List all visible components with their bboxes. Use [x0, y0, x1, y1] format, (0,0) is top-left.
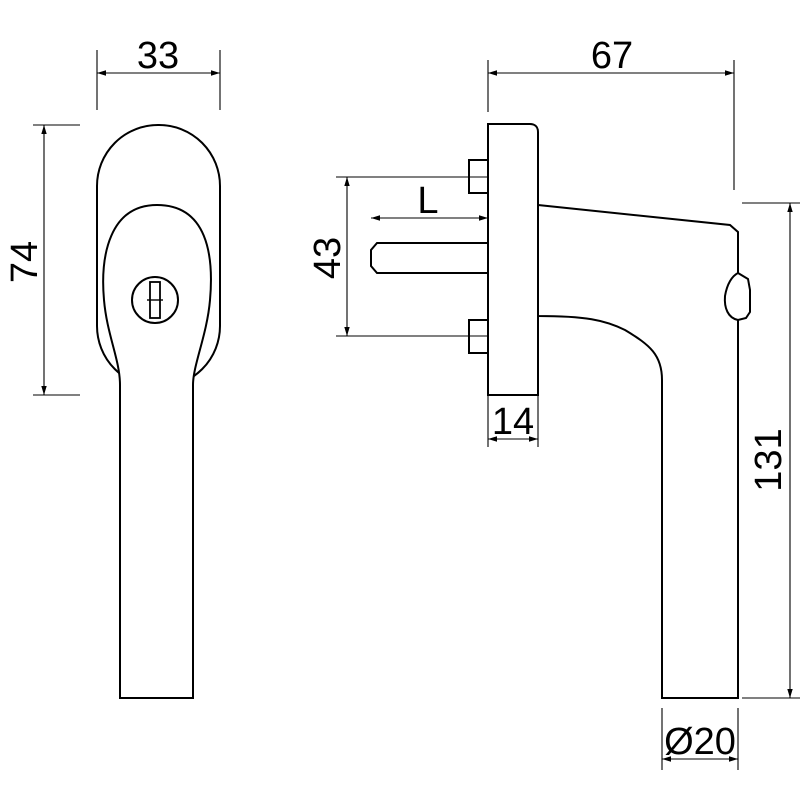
side-view: 67 L 43 14 131 — [307, 35, 800, 770]
base-plate — [487, 123, 539, 396]
dimension-label-67: 67 — [591, 35, 633, 77]
dimension-label-14: 14 — [492, 401, 534, 443]
dimension-label-43: 43 — [307, 237, 349, 279]
lock-icon — [131, 276, 179, 324]
dimension-label-L: L — [417, 180, 438, 222]
dimension-grip-diameter-20: Ø20 — [661, 708, 739, 770]
dimension-base-14: 14 — [487, 395, 539, 447]
dimension-label-131: 131 — [748, 428, 790, 491]
dimension-spindle-L: L — [371, 180, 488, 222]
front-view: 33 74 — [4, 35, 221, 699]
dimension-width-33: 33 — [96, 35, 221, 110]
lock-bump — [723, 271, 751, 322]
handle-front-outline — [102, 203, 212, 699]
spindle — [370, 242, 489, 274]
dimension-height-74: 74 — [4, 124, 80, 396]
handle-side-outline — [537, 203, 739, 699]
dimension-screw-spacing-43: 43 — [307, 176, 488, 337]
dimension-label-74: 74 — [4, 241, 46, 283]
dimension-depth-67: 67 — [487, 35, 735, 190]
dimension-label-33: 33 — [137, 35, 179, 77]
dimension-label-d20: Ø20 — [664, 721, 736, 763]
dimension-height-131: 131 — [742, 202, 800, 699]
